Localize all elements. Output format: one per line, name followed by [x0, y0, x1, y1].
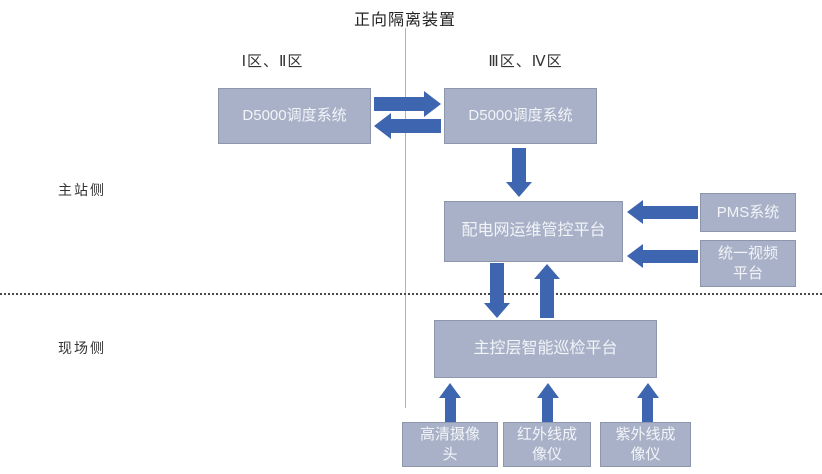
- arrow-camera-to-inspection-up: [439, 383, 461, 422]
- arrow-infrared-to-inspection-up: [537, 383, 559, 422]
- arrow-d5000-right-to-left: [374, 113, 441, 139]
- zone-label-3-4: Ⅲ区、Ⅳ区: [488, 53, 563, 70]
- zone-label-1-2: Ⅰ区、Ⅱ区: [241, 53, 304, 70]
- node-unified-video-platform: 统一视频 平台: [700, 240, 796, 287]
- node-master-control-intelligent-inspection-platform: 主控层智能巡检平台: [434, 320, 657, 378]
- master-field-divider-line: [0, 293, 822, 295]
- node-pms-system: PMS系统: [700, 193, 796, 232]
- arrow-d5000-to-ops-down: [506, 148, 532, 197]
- node-d5000-dispatch-system-left: D5000调度系统: [218, 88, 371, 144]
- node-hd-camera: 高清摄像 头: [402, 422, 498, 467]
- side-label-master-station: 主站侧: [58, 182, 106, 198]
- node-uv-imager: 紫外线成 像仪: [600, 422, 691, 467]
- node-distribution-ops-control-platform: 配电网运维管控平台: [444, 201, 623, 262]
- side-label-field: 现场侧: [58, 340, 106, 356]
- diagram-title: 正向隔离装置: [353, 12, 456, 29]
- isolation-divider-line: [405, 28, 406, 408]
- arrow-d5000-left-to-right: [374, 91, 441, 117]
- node-d5000-dispatch-system-right: D5000调度系统: [444, 88, 597, 144]
- arrow-uv-to-inspection-up: [637, 383, 659, 422]
- node-infrared-imager: 红外线成 像仪: [503, 422, 591, 467]
- arrow-inspection-to-ops-up: [534, 264, 560, 318]
- arrow-ops-to-inspection-down: [484, 263, 510, 318]
- arrow-pms-to-ops-left: [627, 200, 698, 224]
- arrow-video-to-ops-left: [627, 244, 698, 268]
